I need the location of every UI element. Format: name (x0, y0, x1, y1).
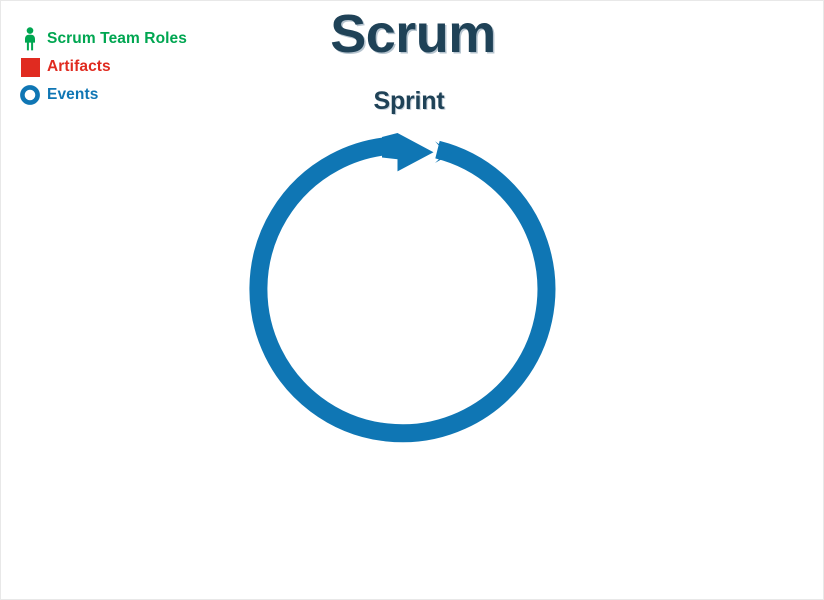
square-icon (15, 54, 45, 80)
legend-item-events: Events (15, 81, 315, 109)
legend-item-label: Scrum Team Roles (47, 30, 188, 47)
cycle-arrowhead (382, 133, 434, 172)
legend-item-label: Events (47, 86, 99, 103)
sprint-label: Sprint (373, 87, 445, 115)
cycle-tail-notch (435, 141, 452, 163)
page-title: Scrum (330, 4, 496, 64)
legend-item-artifacts: Artifacts (15, 53, 315, 81)
legend: Scrum Team Roles Artifacts Events (15, 25, 315, 109)
person-icon (15, 26, 45, 52)
circle-outline-icon (15, 82, 45, 108)
sprint-cycle-arrow (239, 119, 579, 459)
legend-item-scrum-team-roles: Scrum Team Roles (15, 25, 315, 53)
legend-item-label: Artifacts (47, 58, 111, 75)
cycle-ring (249, 136, 556, 443)
